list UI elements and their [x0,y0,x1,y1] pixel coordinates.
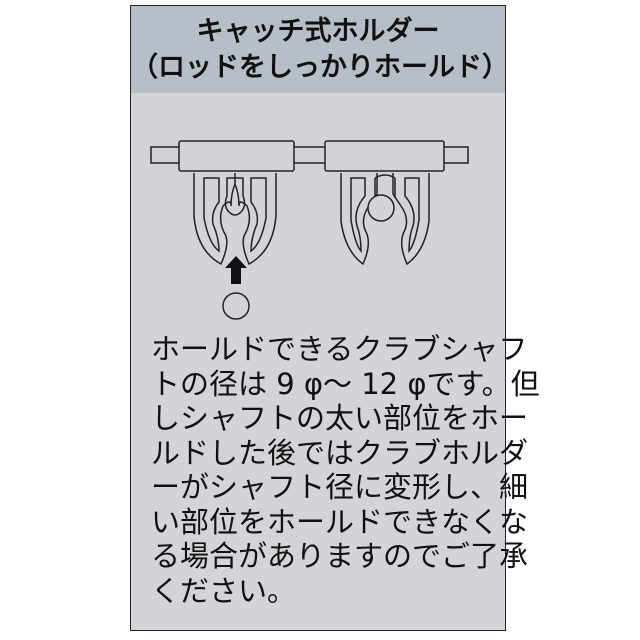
shaft-circle [222,292,250,320]
holder-closed [324,140,445,266]
text-line: い部位をホールドできなくな [151,504,529,539]
text-line: ください。 [151,573,297,608]
text-line: る場合がありますのでご了承 [151,539,529,573]
held-shaft-circle [367,194,395,222]
arrow-up-icon [225,256,247,284]
title-line-2: （ロッドをしっかりホールド） [131,52,509,83]
holder-open [178,140,295,266]
text-line: しシャフトの太い部位をホー [151,401,529,435]
holder-diagram [150,140,469,320]
text-line: ーがシャフト径に変形し、細 [151,470,529,504]
text-line: ルドした後ではクラブホルダ [151,435,529,470]
panel-header: キャッチ式ホルダー （ロッドをしっかりホールド） [131,6,509,93]
title-line-1: キャッチ式ホルダー [196,16,440,47]
info-panel: キャッチ式ホルダー （ロッドをしっかりホールド） ホールドできるクラブシャフ ト [130,5,540,631]
text-line: トの径は 9 φ～ 12 φです。但 [151,366,540,401]
description-text: ホールドできるクラブシャフ トの径は 9 φ～ 12 φです。但 しシャフトの太… [151,332,540,608]
text-line: ホールドできるクラブシャフ [151,332,528,366]
